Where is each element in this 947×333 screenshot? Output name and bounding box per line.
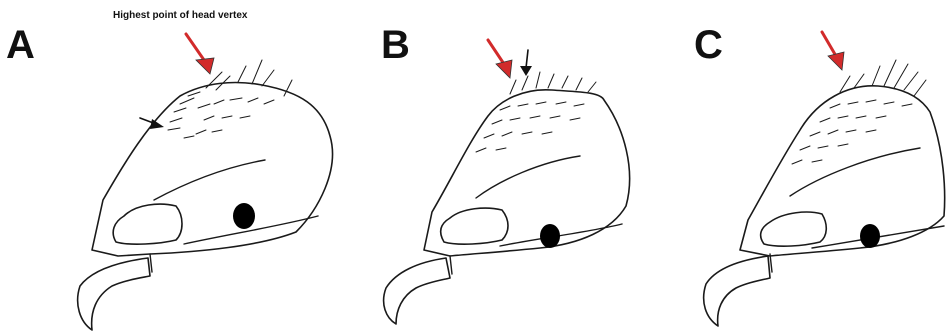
panel-label-a: A: [6, 23, 35, 67]
panel-label-b: B: [381, 23, 410, 67]
eye-a: [233, 203, 255, 229]
highlight-arrow-a: [186, 34, 214, 74]
highlight-arrow-c: [822, 32, 844, 70]
mandible-hinge-a: [150, 254, 152, 272]
eye-c: [860, 224, 880, 248]
mandible-b: [384, 258, 450, 324]
mandible-hinge-b: [450, 256, 452, 274]
highlight-arrow-b: [488, 40, 512, 78]
mandible-a: [78, 258, 150, 330]
pointer-arrow-b: [520, 50, 532, 76]
vertex-annotation: Highest point of head vertex: [113, 10, 248, 21]
mandible-hinge-c: [770, 254, 772, 272]
panel-b: B: [381, 23, 630, 324]
panel-c: C: [694, 23, 945, 326]
panel-a: A Highest point of head vertex: [6, 10, 332, 330]
panel-label-c: C: [694, 23, 723, 67]
mandible-c: [704, 256, 770, 326]
eye-b: [540, 224, 560, 248]
